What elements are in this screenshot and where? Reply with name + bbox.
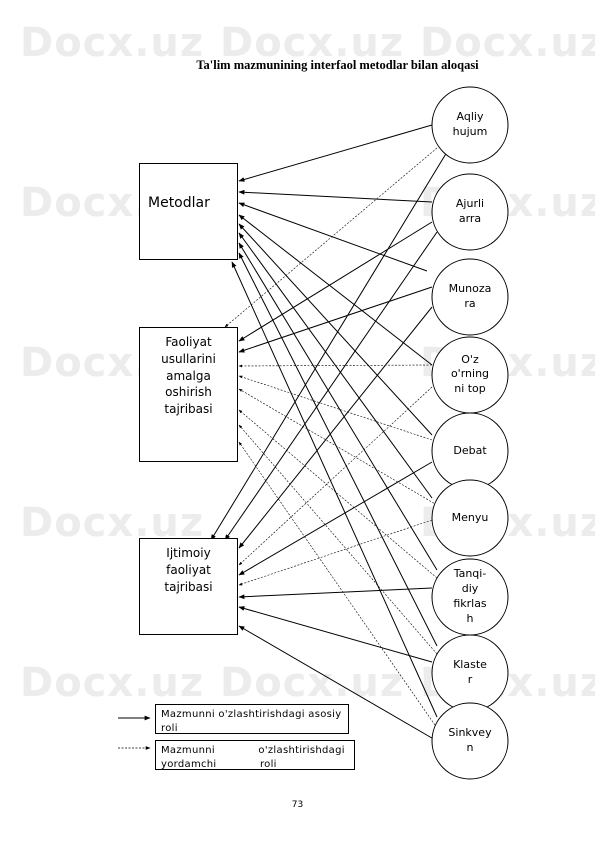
box-faoliyat-line: amalga xyxy=(166,368,211,383)
method-label-line: Menyu xyxy=(451,510,489,524)
solid-connector xyxy=(210,151,448,541)
method-label-line: Sinkvey xyxy=(448,726,492,739)
method-label-line: h xyxy=(466,611,474,625)
box-metodlar-label: Metodlar xyxy=(148,195,210,211)
box-faoliyat-line: usullarini xyxy=(161,351,216,366)
method-label-debat: Debat xyxy=(434,444,506,459)
method-label-line: O'z xyxy=(461,352,479,366)
method-node-sinkveyn xyxy=(431,702,509,780)
method-label-line: Ajurli xyxy=(455,197,485,210)
method-label-line: hujum xyxy=(452,124,488,138)
dashed-connector xyxy=(238,441,438,729)
method-label-line: Klaste xyxy=(453,658,487,671)
solid-connector xyxy=(238,124,433,182)
solid-connector xyxy=(231,261,438,718)
box-ijtimoiy-line: faoliyat xyxy=(166,562,211,577)
method-label-line: diy xyxy=(461,581,479,595)
solid-connector xyxy=(238,242,438,571)
method-label-line: r xyxy=(467,672,473,686)
method-label-line: fikrlas xyxy=(453,596,487,610)
dashed-connector xyxy=(224,147,438,328)
method-label-line: Aqliy xyxy=(456,110,484,123)
solid-connector xyxy=(224,231,438,541)
watermark: Docx.uz xyxy=(20,660,205,706)
dashed-connector xyxy=(238,519,433,586)
dashed-connector xyxy=(238,364,433,368)
watermark: Docx.uz xyxy=(20,20,205,66)
method-node-aqliy xyxy=(431,86,509,164)
watermark: Docx.uz xyxy=(420,20,595,66)
method-label-line: arra xyxy=(458,211,482,225)
box-ijtimoiy-label: Ijtimoiy faoliyat tajribasi xyxy=(140,545,237,595)
method-label-line: Munoza xyxy=(448,282,492,295)
legend-dashed-label: Mazmunni o'zlashtirishdagi yordamchi rol… xyxy=(155,740,355,770)
legend-solid-label: Mazmunni o'zlashtirishdagi asosiy roli xyxy=(155,704,349,734)
solid-connector xyxy=(238,587,433,600)
method-label-line: Debat xyxy=(453,443,487,457)
solid-connector xyxy=(238,306,433,549)
box-metodlar: Metodlar xyxy=(139,163,238,260)
solid-connector xyxy=(238,189,433,203)
solid-connector xyxy=(238,221,433,342)
box-faoliyat-line: tajribasi xyxy=(164,402,213,417)
method-label-line: ni top xyxy=(454,382,486,396)
solid-connector xyxy=(238,223,433,436)
dashed-connector xyxy=(238,375,433,441)
solid-connector xyxy=(238,625,438,742)
dashed-connector xyxy=(238,424,438,655)
method-label-line: Tanqi- xyxy=(453,567,487,580)
solid-connector xyxy=(238,461,433,576)
method-label-line: o'rning xyxy=(450,367,490,381)
method-label-line: n xyxy=(466,740,474,754)
solid-connector xyxy=(238,202,428,272)
solid-connector xyxy=(238,252,438,647)
method-label-line: ra xyxy=(464,296,476,310)
box-faoliyat-line: oshirish xyxy=(165,385,212,400)
dashed-connector xyxy=(238,386,433,566)
box-ijtimoiy-line: tajribasi xyxy=(164,579,213,594)
method-label-menyu: Menyu xyxy=(434,511,506,526)
box-ijtimoiy: Ijtimoiy faoliyat tajribasi xyxy=(139,538,238,635)
method-node-menyu xyxy=(431,479,509,557)
solid-connector xyxy=(238,286,433,353)
page-number: 73 xyxy=(291,800,304,810)
solid-connector xyxy=(238,606,433,663)
dashed-connector xyxy=(238,409,438,579)
box-faoliyat: Faoliyat usullarini amalga oshirish tajr… xyxy=(139,327,238,462)
method-node-ajurli xyxy=(431,173,509,251)
method-node-munozara xyxy=(431,258,509,336)
solid-connector xyxy=(238,214,433,366)
watermark: Docx.uz xyxy=(220,20,405,66)
box-faoliyat-line: Faoliyat xyxy=(165,335,212,349)
solid-connector xyxy=(238,232,433,499)
box-faoliyat-label: Faoliyat usullarini amalga oshirish tajr… xyxy=(140,334,237,418)
page-title: Ta'lim mazmunining interfaol metodlar bi… xyxy=(196,58,479,72)
box-ijtimoiy-line: Ijtimoiy xyxy=(166,546,211,560)
